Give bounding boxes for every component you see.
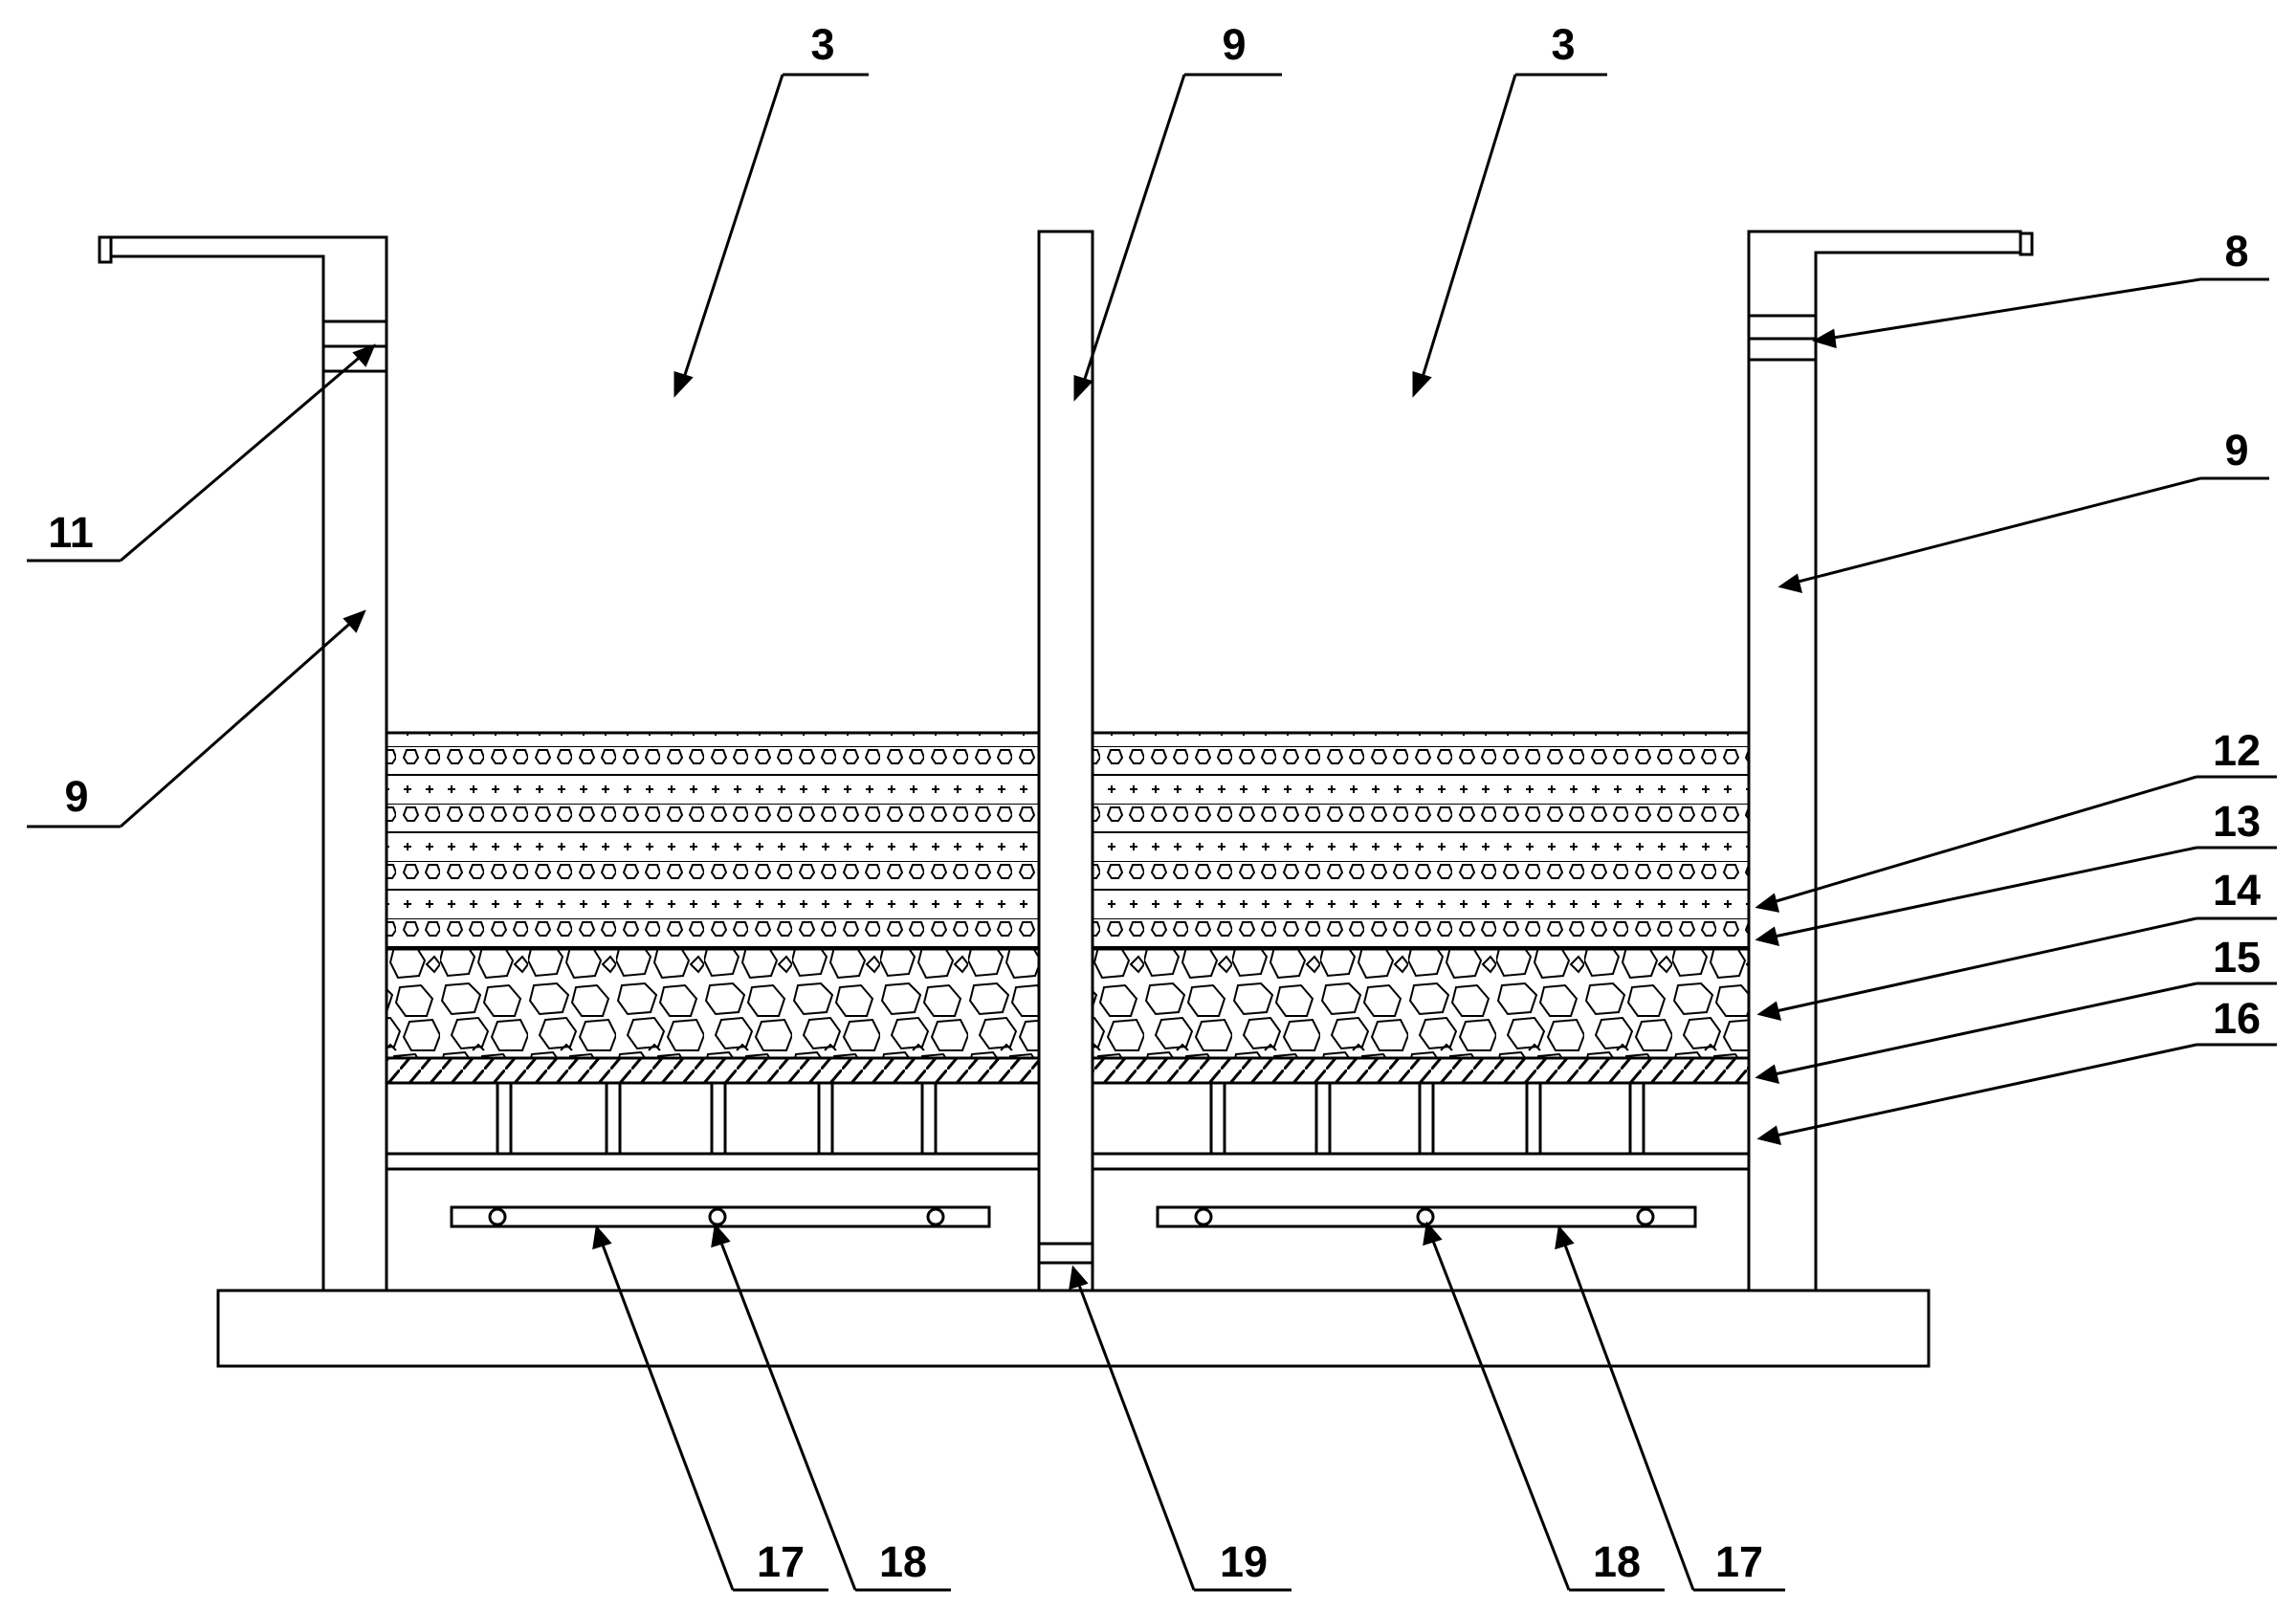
filter-media-right — [1091, 731, 1751, 951]
gravel-layer-right — [1091, 947, 1751, 1060]
leader-8-arrow — [1826, 277, 2201, 341]
label-17-right: 17 — [1715, 1537, 1763, 1586]
label-11: 11 — [48, 508, 94, 557]
tank-body-outline — [216, 1289, 1931, 1368]
arrowhead-11 — [352, 343, 376, 367]
leader-18-left-arrow — [718, 1237, 857, 1591]
arrowhead-16 — [1756, 1125, 1782, 1146]
support-plate-left — [385, 1056, 1041, 1085]
leader-12-arrow — [1769, 775, 2197, 905]
label-12: 12 — [2213, 726, 2261, 775]
nozzle-right-2 — [1416, 1207, 1435, 1226]
label-9-right: 9 — [2224, 426, 2248, 474]
label-3-right: 3 — [1551, 20, 1575, 69]
arrowhead-9-right — [1777, 573, 1803, 594]
arrowhead-9-left — [342, 609, 366, 633]
leader-16-arrow — [1771, 1043, 2197, 1138]
leader-17-right-arrow — [1561, 1239, 1695, 1591]
leader-14-arrow — [1771, 916, 2197, 1014]
arrowhead-17-right — [1555, 1225, 1575, 1250]
leader-18-right-arrow — [1429, 1235, 1571, 1591]
leader-9-left-arrow — [120, 618, 355, 828]
label-18-left: 18 — [879, 1537, 927, 1586]
nozzle-left-1 — [488, 1207, 507, 1226]
label-3-left: 3 — [810, 20, 834, 69]
support-plate-right — [1091, 1056, 1751, 1085]
leader-13-arrow — [1769, 846, 2197, 939]
arrowhead-18-left — [711, 1223, 731, 1248]
arrowhead-3-left — [673, 370, 694, 398]
label-17-left: 17 — [757, 1537, 805, 1586]
leader-3-left-arrow — [679, 74, 784, 387]
center-partition-wall — [1037, 230, 1094, 1292]
backwash-pipe-left — [450, 1205, 991, 1228]
nozzle-left-3 — [926, 1207, 945, 1226]
leader-9-right-arrow — [1790, 476, 2201, 585]
arrowhead-8 — [1812, 328, 1837, 349]
arrowhead-15 — [1755, 1064, 1780, 1085]
right-wall-cap-end — [2019, 232, 2034, 256]
arrowhead-17-left — [592, 1225, 612, 1250]
arrowhead-18-right — [1423, 1221, 1443, 1247]
label-15: 15 — [2213, 933, 2261, 982]
label-13: 13 — [2213, 797, 2261, 846]
leader-11-arrow — [120, 352, 364, 563]
arrowhead-3-right — [1412, 370, 1432, 398]
gravel-layer-left — [385, 947, 1041, 1060]
leader-19-arrow — [1075, 1279, 1196, 1591]
arrowhead-14 — [1756, 1001, 1782, 1022]
label-14: 14 — [2213, 866, 2261, 915]
leader-15-arrow — [1769, 982, 2197, 1077]
arrowhead-19 — [1069, 1265, 1089, 1291]
label-19: 19 — [1220, 1537, 1268, 1586]
label-9-left: 9 — [64, 772, 88, 821]
label-8: 8 — [2224, 227, 2248, 276]
nozzle-right-1 — [1194, 1207, 1213, 1226]
filter-media-left — [385, 731, 1041, 951]
nozzle-right-3 — [1636, 1207, 1655, 1226]
left-wall — [109, 235, 388, 1291]
label-16: 16 — [2213, 994, 2261, 1043]
arrowhead-12 — [1755, 893, 1780, 913]
arrowhead-9-top — [1073, 374, 1093, 402]
leader-9-top-arrow — [1079, 74, 1186, 391]
leader-3-right-arrow — [1418, 74, 1517, 387]
nozzle-left-2 — [708, 1207, 727, 1226]
arrowhead-13 — [1755, 926, 1780, 947]
label-9-top: 9 — [1222, 20, 1246, 69]
left-wall-cap-end — [98, 235, 113, 264]
leader-17-left-arrow — [599, 1239, 735, 1591]
label-18-right: 18 — [1593, 1537, 1641, 1586]
